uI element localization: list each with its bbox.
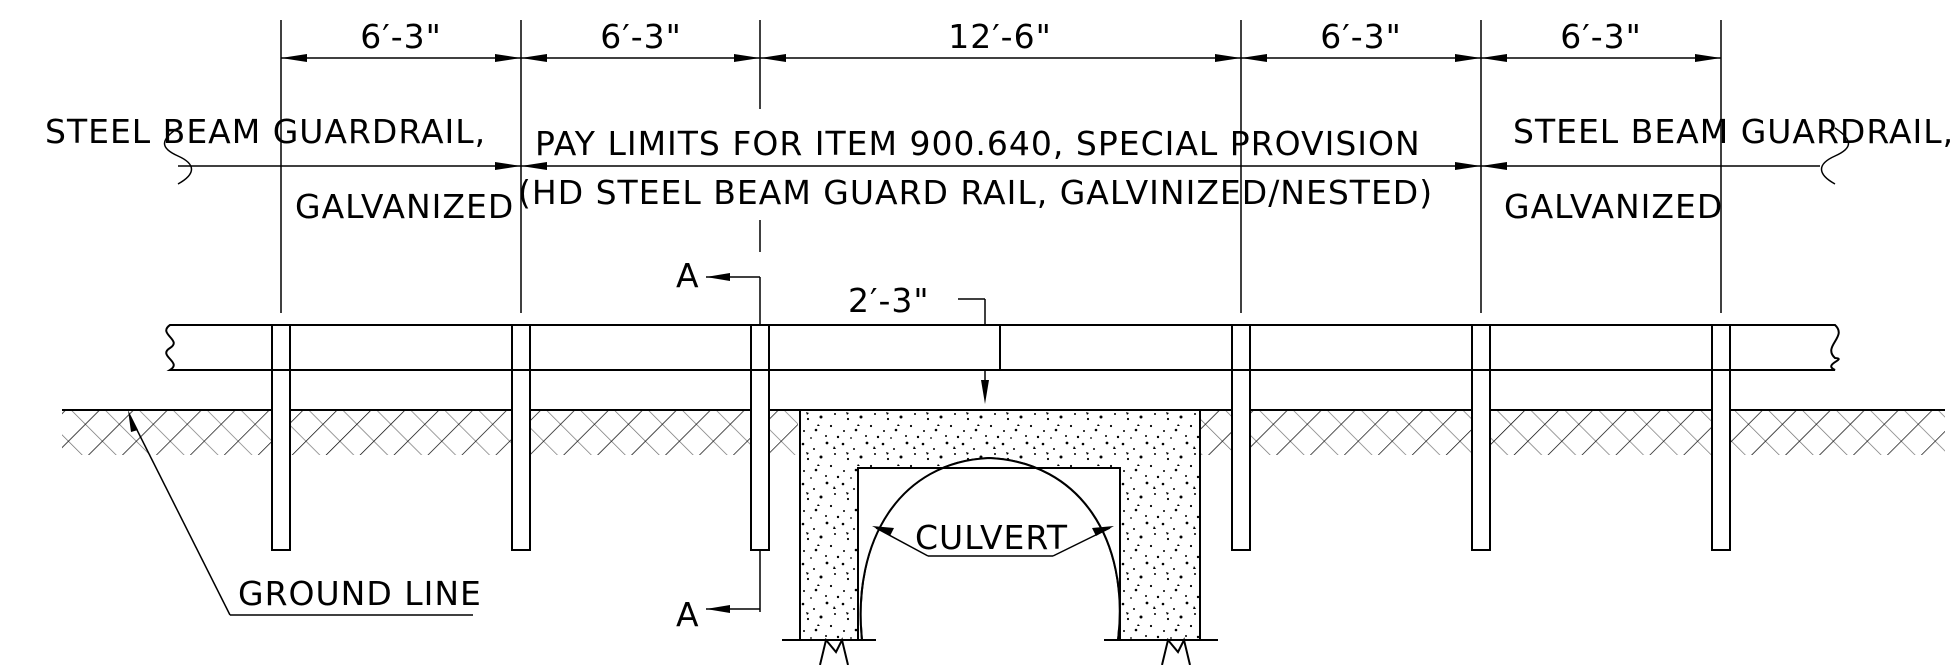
dimension-label: 6′-3": [1320, 17, 1402, 56]
dimension-chain: 6′-3" 6′-3" 12′-6" 6′-3" 6′-3": [280, 17, 1722, 313]
pay-limit-line: [163, 127, 1850, 185]
pay-limit-arrow: [521, 162, 547, 170]
pay-limits-line1: PAY LIMITS FOR ITEM 900.640, SPECIAL PRO…: [535, 124, 1421, 163]
left-guardrail-label: STEEL BEAM GUARDRAIL, GALVANIZED: [45, 112, 514, 226]
pay-limits-line2: (HD STEEL BEAM GUARD RAIL, GALVINIZED/NE…: [518, 173, 1433, 212]
break-symbol-left: [163, 127, 193, 185]
right-guardrail-label: STEEL BEAM GUARDRAIL, GALVANIZED: [1504, 112, 1954, 226]
dimension-arrow: [1481, 54, 1507, 62]
pay-limits-label: PAY LIMITS FOR ITEM 900.640, SPECIAL PRO…: [518, 124, 1433, 212]
ground-surface: [62, 409, 1945, 455]
dimension-label: 6′-3": [600, 17, 682, 56]
guardrail-post: [1711, 324, 1731, 551]
dimension-arrow: [521, 54, 547, 62]
right-label-line1: STEEL BEAM GUARDRAIL,: [1513, 112, 1954, 151]
dimension-arrow: [495, 54, 521, 62]
dimension-arrow: [1455, 54, 1481, 62]
dimension-arrow: [1215, 54, 1241, 62]
dimension-arrow: [281, 54, 307, 62]
culvert-label: CULVERT: [915, 518, 1068, 557]
dimension-arrow: [1695, 54, 1721, 62]
left-label-line1: STEEL BEAM GUARDRAIL,: [45, 112, 486, 151]
dimension-label: 6′-3": [360, 17, 442, 56]
pay-limit-arrow: [495, 162, 521, 170]
guardrail-post: [750, 324, 770, 551]
dimension-arrow: [760, 54, 786, 62]
section-mark-top: A: [676, 256, 700, 295]
culvert-structure: [782, 409, 1218, 665]
guardrail-beam: [165, 324, 1840, 371]
pay-limit-arrow: [1481, 162, 1507, 170]
offset-dimension: 2′-3": [848, 281, 989, 404]
guardrail-post: [1471, 324, 1491, 551]
guardrail-post: [1231, 324, 1251, 551]
break-symbol-right: [1820, 127, 1850, 185]
offset-dimension-label: 2′-3": [848, 281, 930, 320]
left-label-line2: GALVANIZED: [295, 187, 514, 226]
right-label-line2: GALVANIZED: [1504, 187, 1723, 226]
section-mark-bottom: A: [676, 595, 700, 634]
dimension-label: 12′-6": [948, 17, 1052, 56]
section-cut-marker: A A: [676, 256, 761, 634]
dimension-arrow: [734, 54, 760, 62]
culvert-break-left: [819, 637, 849, 665]
ground-line-label: GROUND LINE: [238, 574, 482, 613]
culvert-break-right: [1161, 637, 1191, 665]
pay-limit-arrow: [1455, 162, 1481, 170]
culvert-callout: CULVERT: [872, 518, 1114, 557]
guardrail-assembly: [165, 324, 1840, 551]
dimension-label: 6′-3": [1560, 17, 1642, 56]
guardrail-post: [511, 324, 531, 551]
ground-line-callout: GROUND LINE: [128, 410, 482, 616]
guardrail-post: [271, 324, 291, 551]
dimension-arrow: [1241, 54, 1267, 62]
